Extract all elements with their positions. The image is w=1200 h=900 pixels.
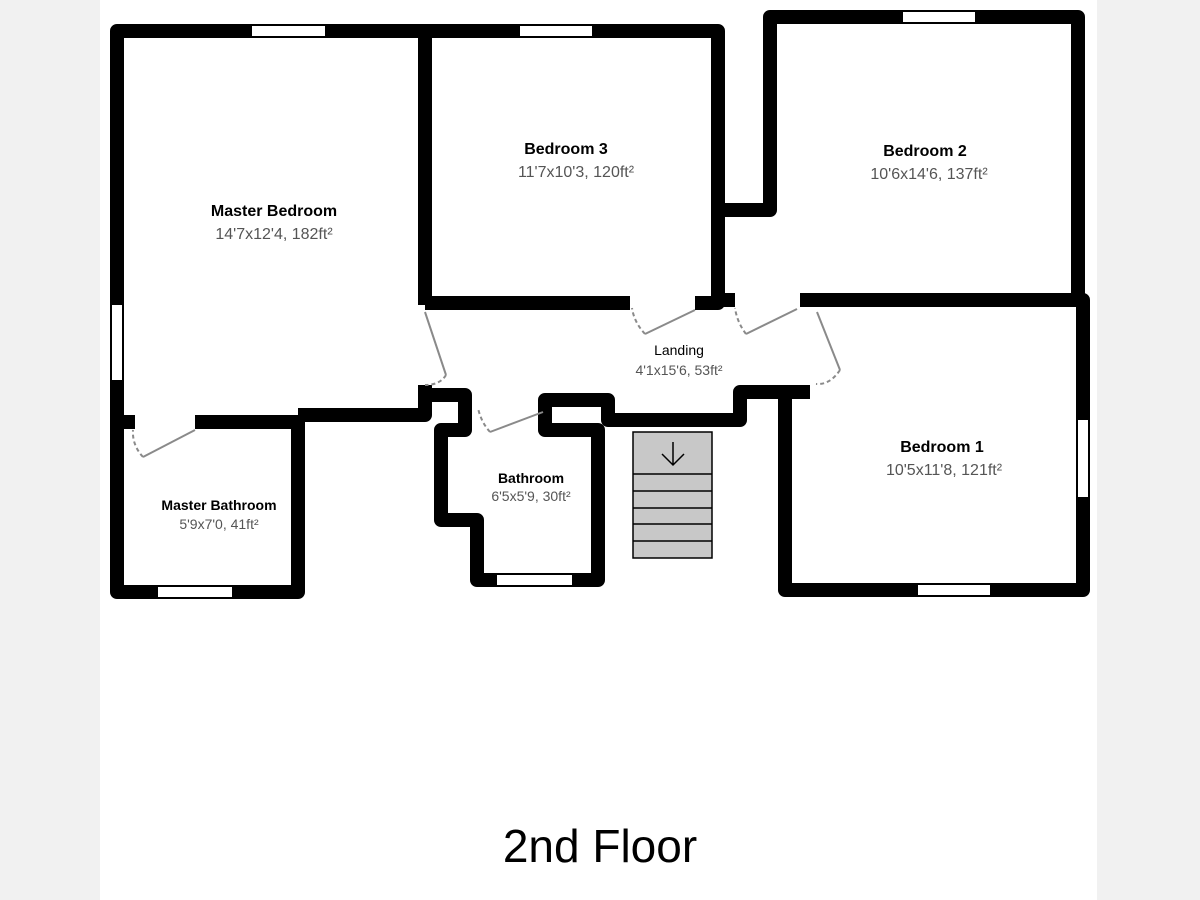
stairs [632,431,713,559]
room-size-bedroom1: 10'5x11'8, 121ft² [886,462,1003,479]
room-size-bedroom2: 10'6x14'6, 137ft² [870,166,988,183]
doors [131,307,841,458]
room-name-master-bathroom: Master Bathroom [161,497,276,513]
room-name-bedroom2: Bedroom 2 [883,143,967,160]
room-size-master-bathroom: 5'9x7'0, 41ft² [179,516,259,532]
floor-label: 2nd Floor [503,820,697,872]
room-name-landing: Landing [654,342,704,358]
room-size-bathroom: 6'5x5'9, 30ft² [491,488,571,504]
room-name-master-bedroom: Master Bedroom [211,203,337,220]
windows [112,12,1088,597]
arrow-down-icon [661,442,685,467]
room-name-bedroom3: Bedroom 3 [524,141,608,158]
room-name-bathroom: Bathroom [498,470,564,486]
room-name-bedroom1: Bedroom 1 [900,439,984,456]
room-size-master-bedroom: 14'7x12'4, 182ft² [215,226,333,243]
room-size-bedroom3: 11'7x10'3, 120ft² [518,164,635,181]
room-size-landing: 4'1x15'6, 53ft² [635,362,722,378]
